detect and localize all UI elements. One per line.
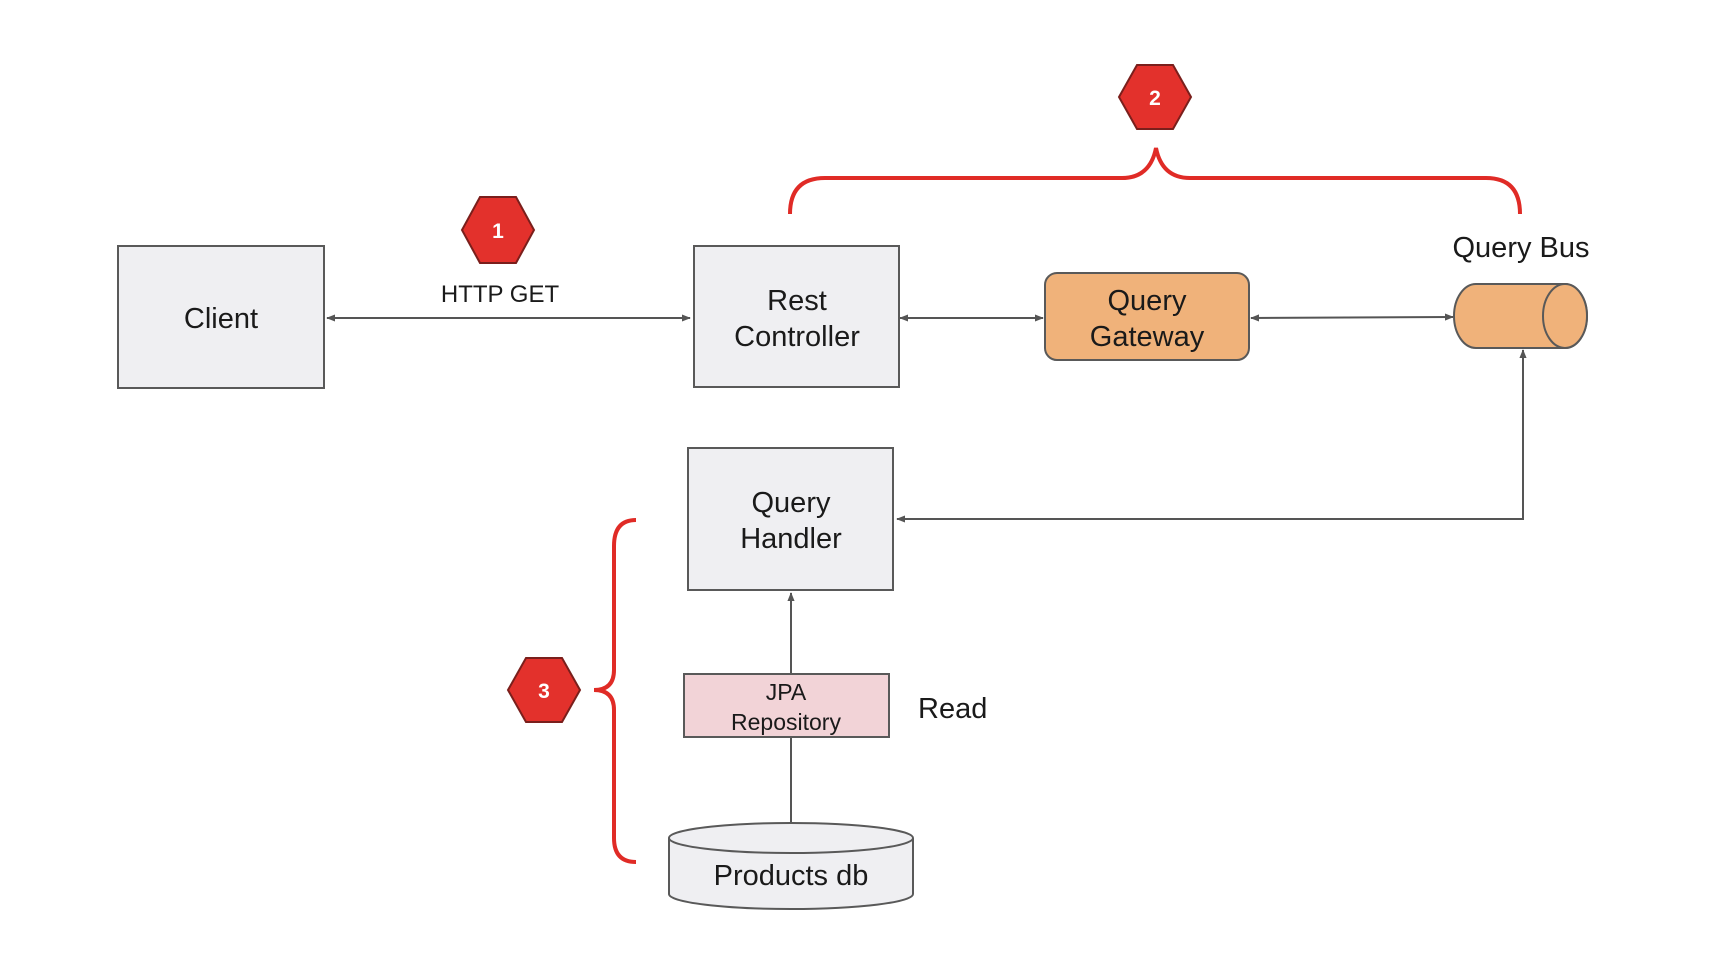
read-label: Read (918, 693, 987, 725)
step-badge-1: 1 (460, 196, 536, 264)
step-badge-2-number: 2 (1149, 87, 1161, 110)
step-badge-3: 3 (506, 657, 582, 723)
rest-controller-node: Rest Controller (693, 245, 900, 388)
query-gateway-node: Query Gateway (1044, 272, 1250, 361)
bracket-3 (593, 518, 637, 864)
query-gateway-label-line1: Query (1108, 285, 1187, 317)
gateway-bus-arrow (1250, 313, 1454, 322)
client-node: Client (117, 245, 325, 389)
bracket-2 (788, 147, 1522, 215)
rest-controller-label-line1: Rest (767, 285, 827, 317)
rest-controller-label-line2: Controller (734, 321, 860, 353)
jpa-repository-label-line2: Repository (731, 709, 841, 735)
client-label: Client (184, 303, 258, 335)
http-get-label: HTTP GET (441, 281, 560, 308)
jpa-repository-label-line1: JPA (766, 679, 807, 705)
products-db-label: Products db (714, 860, 869, 892)
jpa-repository-node: JPA Repository (683, 673, 890, 738)
query-handler-node: Query Handler (687, 447, 894, 591)
step-badge-1-number: 1 (492, 220, 504, 243)
step-badge-3-number: 3 (538, 680, 550, 703)
query-gateway-label-line2: Gateway (1090, 321, 1205, 353)
query-bus-label: Query Bus (1453, 232, 1590, 264)
query-bus-cylinder (1453, 283, 1588, 349)
query-handler-label-line1: Query (752, 487, 831, 519)
query-handler-label-line2: Handler (740, 523, 842, 555)
products-db-node: Products db (668, 822, 914, 910)
bus-handler-arrow (896, 349, 1527, 523)
step-badge-2: 2 (1117, 64, 1193, 130)
